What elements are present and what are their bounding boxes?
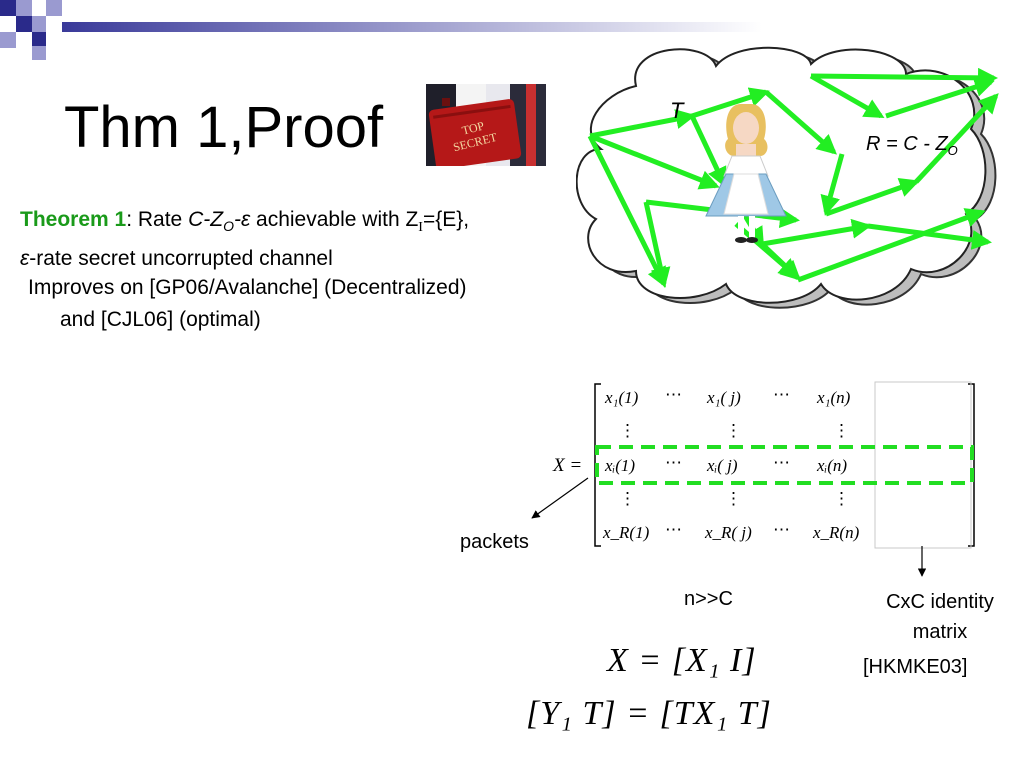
briefcase-image: TOP SECRET [426, 84, 546, 166]
highlighted-row [595, 445, 974, 485]
theorem-rate-expr: C-Z [188, 208, 224, 231]
edge-arrow [589, 109, 696, 139]
edge-arrow [734, 222, 800, 279]
theorem-zi-value: ={E}, [422, 208, 470, 231]
deco-square [32, 16, 46, 32]
theorem-rate-sub: O [223, 218, 234, 235]
theorem-rate-tail: -ε [233, 208, 251, 231]
edge-arrow [825, 177, 920, 217]
packet-matrix: X = x₁(1) ⋯ x₁( j) ⋯ x₁(n) ⋮ ⋮ ⋮ xᵢ(1) ⋯… [552, 381, 975, 549]
theorem-line2: -rate secret uncorrupted channel [29, 247, 333, 271]
identity-block [874, 381, 972, 549]
matrix-cell: ⋯ [665, 453, 682, 472]
theorem-eps: ε [20, 247, 30, 271]
theorem-rate-word: Rate [132, 208, 189, 231]
edge-arrow [761, 218, 872, 247]
matrix-cell: ⋮ [619, 489, 636, 508]
t-label: T [670, 98, 685, 123]
matrix-cell: x_R(1) [602, 523, 650, 542]
matrix-cell: ⋯ [665, 520, 682, 539]
matrix-cell: ⋯ [773, 453, 790, 472]
theorem-zi-sub: I [418, 220, 423, 236]
edge-arrow [885, 77, 995, 119]
alice-doll-image [705, 104, 787, 243]
edge-arrow [820, 153, 845, 216]
deco-gradient-bar [62, 22, 762, 32]
r-label: R = C - ZO [866, 133, 958, 158]
page-title: Thm 1,Proof [64, 95, 384, 160]
matrix-cell: ⋮ [725, 489, 742, 508]
matrix-cell: x₁(n) [816, 388, 851, 407]
matrix-cells: x₁(1) ⋯ x₁( j) ⋯ x₁(n) ⋮ ⋮ ⋮ xᵢ(1) ⋯ xᵢ(… [602, 385, 860, 542]
equation-2: [Y₁ T] = [TX₁ T] [526, 695, 772, 732]
equation-1: X = [X₁ I] [607, 642, 757, 679]
deco-square [32, 32, 46, 48]
matrix-cell: ⋮ [833, 421, 850, 440]
matrix-cell: x_R( j) [704, 523, 752, 542]
deco-square [0, 0, 16, 16]
theorem-colon: : [126, 208, 133, 231]
matrix-cell: ⋮ [619, 421, 636, 440]
matrix-cell: ⋮ [725, 421, 742, 440]
edge-arrow [809, 73, 885, 119]
edge-arrow [914, 93, 999, 184]
edge-arrow [691, 87, 770, 119]
theorem-statement: Theorem 1: Rate C-ZO-ε achievable with Z… [20, 204, 620, 274]
deco-square [16, 0, 32, 16]
packets-arrow [531, 477, 589, 519]
theorem-label: Theorem 1 [20, 208, 127, 231]
matrix-cell: ⋯ [665, 385, 682, 404]
edge-arrow [810, 67, 998, 88]
network-cloud-diagram: T R = C - ZO [576, 46, 999, 309]
matrix-cell: xᵢ(n) [816, 456, 847, 475]
identity-label-line2: matrix [912, 621, 968, 643]
deco-square [32, 46, 46, 60]
improves-line2: and [CJL06] (optimal) [60, 308, 261, 331]
deco-square [16, 16, 32, 32]
matrix-cell: xᵢ( j) [706, 456, 738, 475]
deco-square [0, 32, 16, 48]
n-label: n>>C [684, 588, 733, 610]
briefcase-text-top: TOP [460, 119, 485, 138]
edge-arrow [764, 90, 837, 155]
citation-label: [HKMKE03] [863, 656, 968, 678]
matrix-cell: x₁( j) [706, 388, 741, 407]
edge-arrow [587, 134, 667, 288]
packets-label: packets [460, 531, 529, 553]
improves-note: Improves on [GP06/Avalanche] (Decentrali… [28, 272, 588, 336]
theorem-achievable: achievable with Z [250, 208, 419, 231]
improves-line1: Improves on [GP06/Avalanche] (Decentrali… [28, 276, 467, 299]
identity-label-line1: CxC identity [886, 591, 994, 613]
matrix-cell: ⋯ [773, 385, 790, 404]
annotation-arrows [531, 477, 927, 577]
matrix-cell: x_R(n) [812, 523, 860, 542]
edge-arrow [643, 201, 671, 288]
matrix-cell: ⋮ [833, 489, 850, 508]
identity-label: CxC identity matrix [866, 587, 1014, 647]
edge-arrow [797, 208, 986, 283]
deco-square [46, 0, 62, 16]
matrix-lhs: X = [552, 455, 582, 476]
matrix-cell: ⋯ [773, 520, 790, 539]
edge-arrow [589, 133, 720, 190]
matrix-cell: xᵢ(1) [604, 456, 635, 475]
matrix-cell: x₁(1) [604, 388, 639, 407]
